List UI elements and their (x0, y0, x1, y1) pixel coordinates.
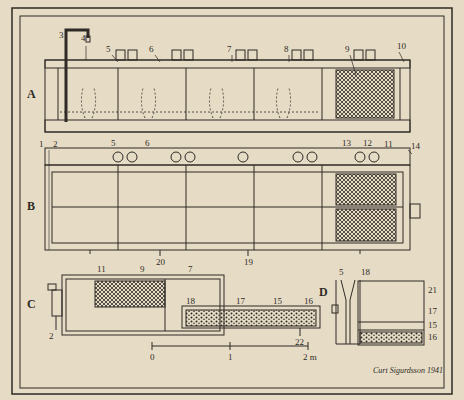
callout-number: 15 (272, 296, 283, 306)
callout-number: 16 (427, 332, 438, 342)
callout-number: 8 (283, 44, 290, 54)
callout-number: 11 (96, 264, 107, 274)
callout-number: 5 (338, 267, 345, 277)
callout-number: 22 (294, 337, 305, 347)
callout-number: 1 (227, 352, 234, 362)
callout-number: 13 (341, 138, 352, 148)
callout-number: 6 (144, 138, 151, 148)
view-letter: B (26, 200, 36, 213)
view-letter: C (26, 298, 37, 311)
callout-number: 7 (187, 264, 194, 274)
view-letter: A (26, 88, 37, 101)
callout-number: 5 (110, 138, 117, 148)
callout-number: 2 m (302, 352, 318, 362)
callout-number: 20 (155, 257, 166, 267)
callout-number: 3 (58, 30, 65, 40)
callout-number: 15 (427, 320, 438, 330)
callout-number: 0 (149, 352, 156, 362)
callout-number: 2 (52, 139, 59, 149)
callout-number: 17 (235, 296, 246, 306)
view-letter: D (318, 286, 329, 299)
callout-number: 14 (410, 141, 421, 151)
callout-number: 12 (362, 138, 373, 148)
callout-number: 11 (383, 139, 394, 149)
signature: Curt Sigurdsson 1941 (372, 366, 444, 376)
callout-number: 18 (185, 296, 196, 306)
callout-number: 16 (303, 296, 314, 306)
callout-number: 6 (148, 44, 155, 54)
callout-number: 10 (396, 41, 407, 51)
callout-number: 9 (139, 264, 146, 274)
callout-number: 7 (226, 44, 233, 54)
callout-number: 4 (80, 33, 87, 43)
callout-number: 5 (105, 44, 112, 54)
callout-number: 9 (344, 44, 351, 54)
callout-number: 1 (38, 139, 45, 149)
callout-number: 17 (427, 306, 438, 316)
callout-number: 19 (243, 257, 254, 267)
callout-number: 18 (360, 267, 371, 277)
callout-number: 21 (427, 285, 438, 295)
callout-number: 2 (48, 331, 55, 341)
